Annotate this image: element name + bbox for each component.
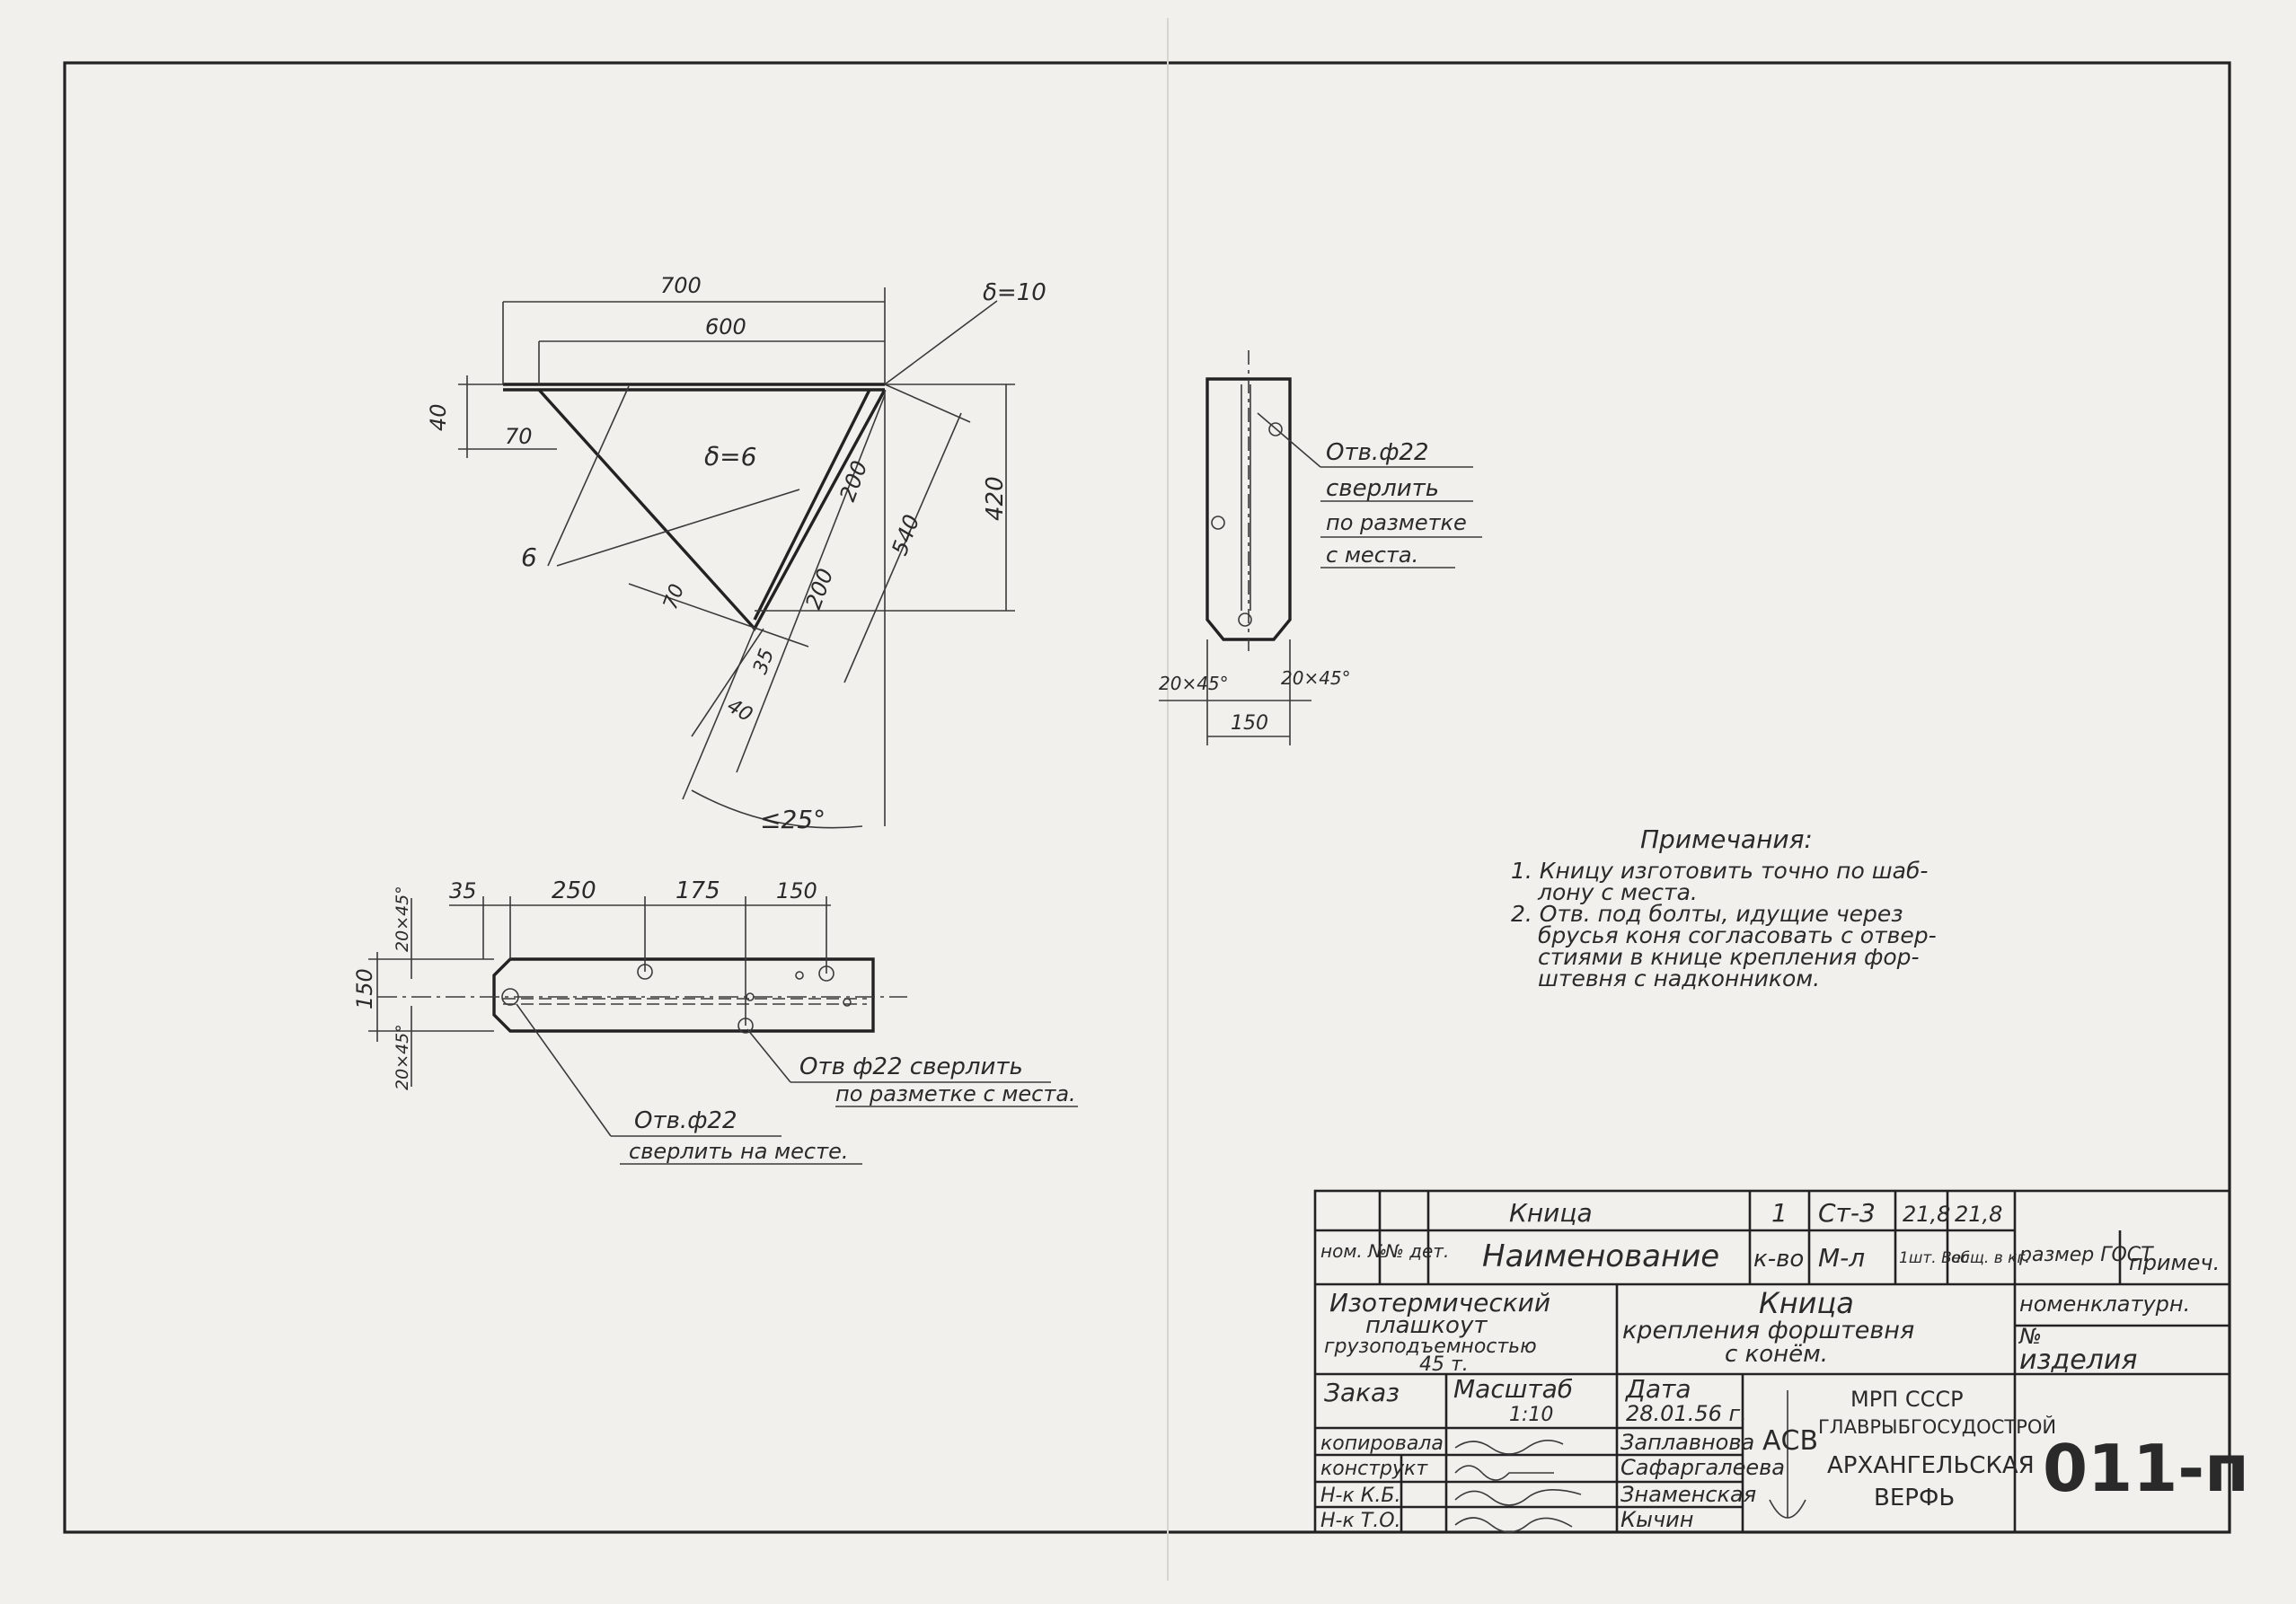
notes-line-1: 1. Кницу изготовить точно по шаб- [1511, 858, 1928, 884]
tb-row1-name: Кница [1509, 1198, 1593, 1228]
side-chamfer-right: 20×45° [1281, 667, 1351, 689]
tb-remark-label: примеч. [2129, 1250, 2220, 1275]
logo-letters: АСВ [1762, 1425, 1818, 1457]
notes-line-4: брусья коня согласовать с отвер- [1538, 922, 1937, 948]
tb-nomen-1: номенклатурн. [2019, 1291, 2190, 1317]
tb-row1-qty: 1 [1771, 1198, 1788, 1228]
tb-role-copy: копировала [1320, 1432, 1444, 1455]
tb-nomen-3: изделия [2019, 1344, 2137, 1376]
notes-line-3: 2. Отв. под болты, идущие через [1511, 901, 1903, 927]
tb-row1-weight-unit: 21,8 [1903, 1202, 1950, 1227]
tb-scale-label: Масштаб [1453, 1374, 1573, 1404]
tb-nomen-2: № [2018, 1324, 2042, 1349]
dim-420: 420 [982, 476, 1009, 521]
tb-date-value: 28.01.56 г. [1626, 1401, 1747, 1426]
tb-role-design: конструкт [1320, 1458, 1428, 1480]
plan-chamfer-top: 20×45° [393, 886, 412, 952]
signature-to [1454, 1517, 1573, 1533]
tb-org-3: АРХАНГЕЛЬСКАЯ [1827, 1452, 2035, 1479]
plan-note-right-2: по разметке с места. [835, 1081, 1076, 1106]
tb-assembly-2: крепления форштевня [1622, 1317, 1914, 1344]
notes-block: Примечания: 1. Кницу изготовить точно по… [1511, 824, 1937, 991]
tb-org-4: ВЕРФЬ [1874, 1485, 1955, 1511]
tb-product-4: 45 т. [1419, 1353, 1469, 1376]
leader-6: 6 [521, 542, 537, 572]
side-hole-note-4: с места. [1326, 542, 1418, 568]
signature-design [1454, 1465, 1554, 1481]
dim-thickness-6: δ=6 [704, 442, 756, 472]
side-chamfer-left: 20×45° [1159, 673, 1229, 694]
notes-line-6: штевня с надконником. [1538, 965, 1820, 991]
dim-700: 700 [660, 273, 702, 298]
plan-dim-150: 150 [776, 878, 817, 903]
tb-org-1: МРП СССР [1850, 1387, 1964, 1412]
tb-assembly-1: Кница [1759, 1286, 1854, 1320]
tb-name-design: Сафаргалеева [1620, 1455, 1785, 1480]
tb-org-2: ГЛАВРЫБГОСУДОСТРОЙ [1818, 1415, 2056, 1438]
tb-pos-label: ном. № [1320, 1240, 1387, 1262]
tb-date-label: Дата [1624, 1374, 1691, 1404]
dim-40: 40 [426, 403, 451, 431]
tb-weight-unit-label: 1шт. Вес [1899, 1249, 1970, 1267]
tb-role-kb: Н-к К.Б. [1320, 1485, 1400, 1507]
plan-dim-175: 175 [676, 877, 720, 904]
tb-product-2: плашкоут [1365, 1312, 1488, 1339]
tb-assembly-3: с конём. [1725, 1341, 1828, 1368]
tb-scale-value: 1:10 [1509, 1404, 1553, 1426]
tb-size-label: размер ГОСТ [2018, 1244, 2154, 1266]
dim-thickness-10: δ=10 [983, 279, 1046, 306]
side-width-150: 150 [1231, 712, 1268, 735]
side-hole-note-2: сверлить [1326, 475, 1439, 502]
tb-role-to: Н-к Т.О. [1320, 1510, 1401, 1532]
drawing-frame [63, 61, 2231, 1534]
tb-name-kb: Знаменская [1620, 1482, 1756, 1507]
tb-weight-total-label: общ. в кг. [1951, 1249, 2030, 1267]
signature-copy [1454, 1440, 1564, 1455]
knee-view: 700 600 δ=10 40 70 δ=6 420 200 540 200 7… [426, 273, 1046, 834]
plan-dim-250: 250 [552, 877, 596, 904]
plan-chamfer-bottom: 20×45° [393, 1024, 412, 1090]
tb-row1-weight-total: 21,8 [1955, 1202, 2002, 1227]
tb-name-copy: Заплавнова [1620, 1430, 1754, 1455]
angle-25: ≤25° [760, 805, 826, 834]
tb-material-label: М-л [1818, 1243, 1865, 1273]
side-hole-note-1: Отв.ф22 [1326, 439, 1429, 466]
tb-order-label: Заказ [1324, 1378, 1400, 1407]
notes-line-2: лону с места. [1537, 879, 1698, 905]
signature-kb [1454, 1489, 1582, 1506]
plan-dim-35: 35 [449, 878, 477, 903]
tb-product-3: грузоподъемностью [1324, 1335, 1537, 1358]
drawing-number: 011-п [2043, 1431, 2249, 1506]
side-hole-note-3: по разметке [1326, 510, 1467, 535]
dim-600: 600 [705, 314, 746, 339]
plan-dim-height-150: 150 [352, 968, 377, 1009]
side-view: Отв.ф22 сверлить по разметке с места. 20… [1159, 350, 1482, 745]
tb-qty-label: к-во [1753, 1246, 1804, 1273]
plan-note-left-2: сверлить на месте. [629, 1139, 849, 1164]
plan-view: 35 250 175 150 150 20×45° 20×45° Отв ф22… [352, 877, 1078, 1165]
title-block: Кница 1 Ст-3 21,8 21,8 ном. № № дет. Наи… [1313, 1189, 2249, 1534]
notes-line-5: стиями в книце крепления фор- [1538, 944, 1920, 970]
tb-name-to: Кычин [1620, 1507, 1693, 1532]
tb-product-1: Изотермический [1329, 1288, 1550, 1318]
notes-title: Примечания: [1640, 824, 1813, 854]
tb-name-label: Наименование [1482, 1238, 1719, 1274]
shipyard-logo: АСВ [1762, 1390, 1818, 1519]
tb-det-label: № дет. [1384, 1240, 1449, 1262]
tb-row1-material: Ст-3 [1818, 1198, 1876, 1228]
plan-note-right-1: Отв ф22 сверлить [799, 1053, 1023, 1080]
plan-note-left-1: Отв.ф22 [634, 1107, 737, 1134]
dim-70: 70 [505, 424, 533, 449]
